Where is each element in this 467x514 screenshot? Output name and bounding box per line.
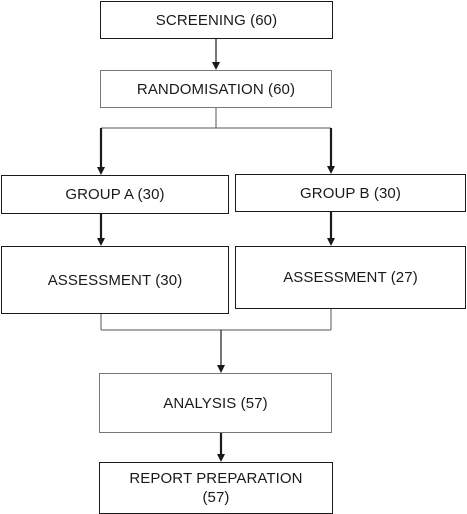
analysis-box: ANALYSIS (57) [99,373,332,433]
report-label: REPORT PREPARATION (57) [129,469,302,507]
report-label-line1: REPORT PREPARATION [129,470,303,487]
report-preparation-box: REPORT PREPARATION (57) [99,462,333,514]
randomisation-box: RANDOMISATION (60) [100,70,332,108]
assessment-a-label: ASSESSMENT (30) [47,271,183,289]
randomisation-label: RANDOMISATION (60) [136,80,296,98]
assessment-a-box: ASSESSMENT (30) [1,246,229,314]
assessment-b-box: ASSESSMENT (27) [235,246,466,309]
screening-box: SCREENING (60) [100,1,333,39]
group-a-box: GROUP A (30) [1,175,229,214]
analysis-label: ANALYSIS (57) [163,394,268,412]
assessment-b-label: ASSESSMENT (27) [283,269,418,286]
report-label-line2: (57) [202,489,230,506]
group-b-label: GROUP B (30) [300,184,401,202]
group-b-box: GROUP B (30) [235,174,466,212]
screening-label: SCREENING (60) [155,11,278,29]
group-a-label: GROUP A (30) [65,186,165,203]
